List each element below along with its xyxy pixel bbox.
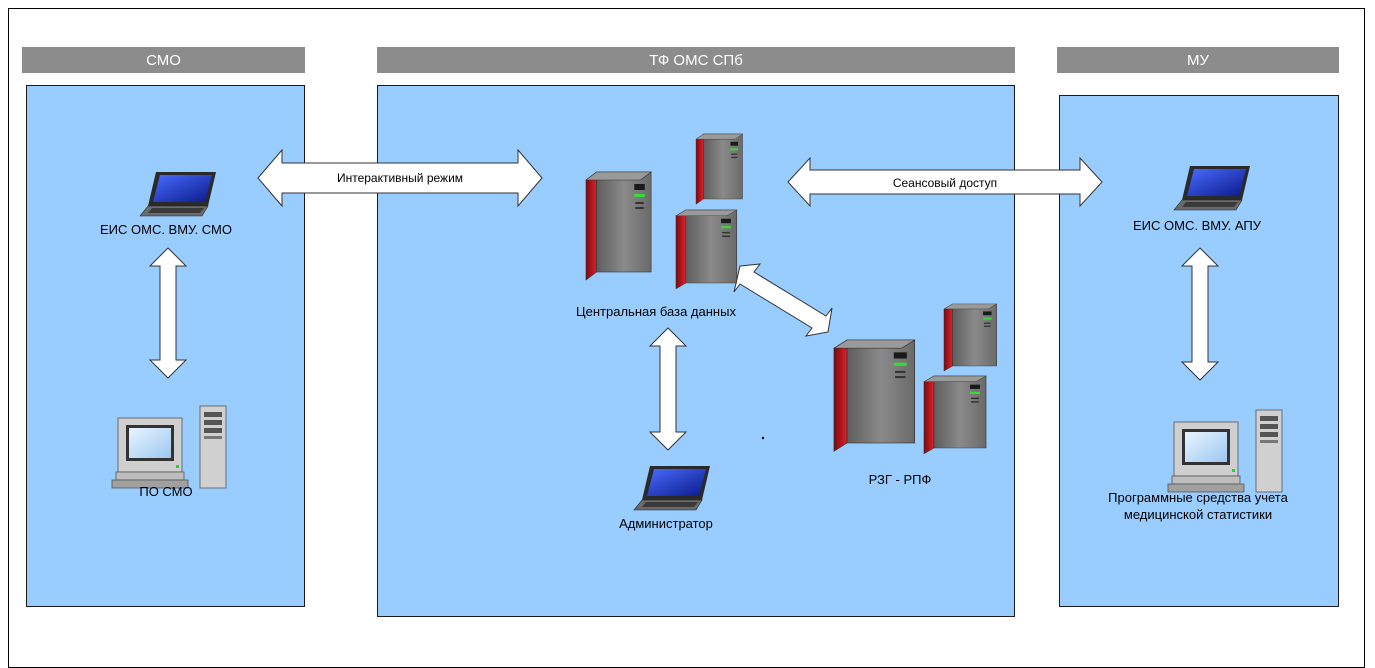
header-tfoms: ТФ ОМС СПб [377,47,1015,73]
eis-apu-laptop-icon [1173,165,1251,211]
rzg-server-bottom-icon [923,375,987,455]
header-mu: МУ [1057,47,1339,73]
eis-smo-label: ЕИС ОМС. ВМУ. СМО [99,222,232,237]
central-server-top-icon [695,133,743,205]
rzg-server-top-icon [943,303,998,372]
admin-vertical-arrow [648,327,688,451]
po-smo-label: ПО СМО [139,484,193,499]
interactive-arrow-label: Интерактивный режим [336,171,464,185]
stray-dot [761,436,765,440]
rzg-diagonal-arrow [733,263,833,337]
admin-laptop-icon [633,465,711,511]
admin-label: Администратор [619,516,713,531]
session-arrow [787,156,1103,208]
session-arrow-label: Сеансовый доступ [892,176,998,190]
eis-smo-laptop-icon [139,171,217,217]
mu-vertical-arrow [1180,247,1220,381]
central-server-bottom-icon [675,209,738,290]
software-label-line2: медицинской статистики [1123,507,1273,522]
diagram-graphics [111,133,1283,511]
central-db-label: Центральная база данных [576,304,736,319]
rzg-label: РЗГ - РПФ [868,472,932,487]
software-desktop-icon [1167,409,1283,493]
smo-vertical-arrow [148,247,188,379]
rzg-server-main-icon [833,339,916,452]
header-smo: СМО [22,47,305,73]
po-smo-desktop-icon [111,405,227,489]
central-server-main-icon [585,171,652,281]
eis-apu-label: ЕИС ОМС. ВМУ. АПУ [1133,218,1261,233]
interactive-arrow [257,148,543,208]
software-label-line1: Программные средства учета [1108,490,1288,505]
